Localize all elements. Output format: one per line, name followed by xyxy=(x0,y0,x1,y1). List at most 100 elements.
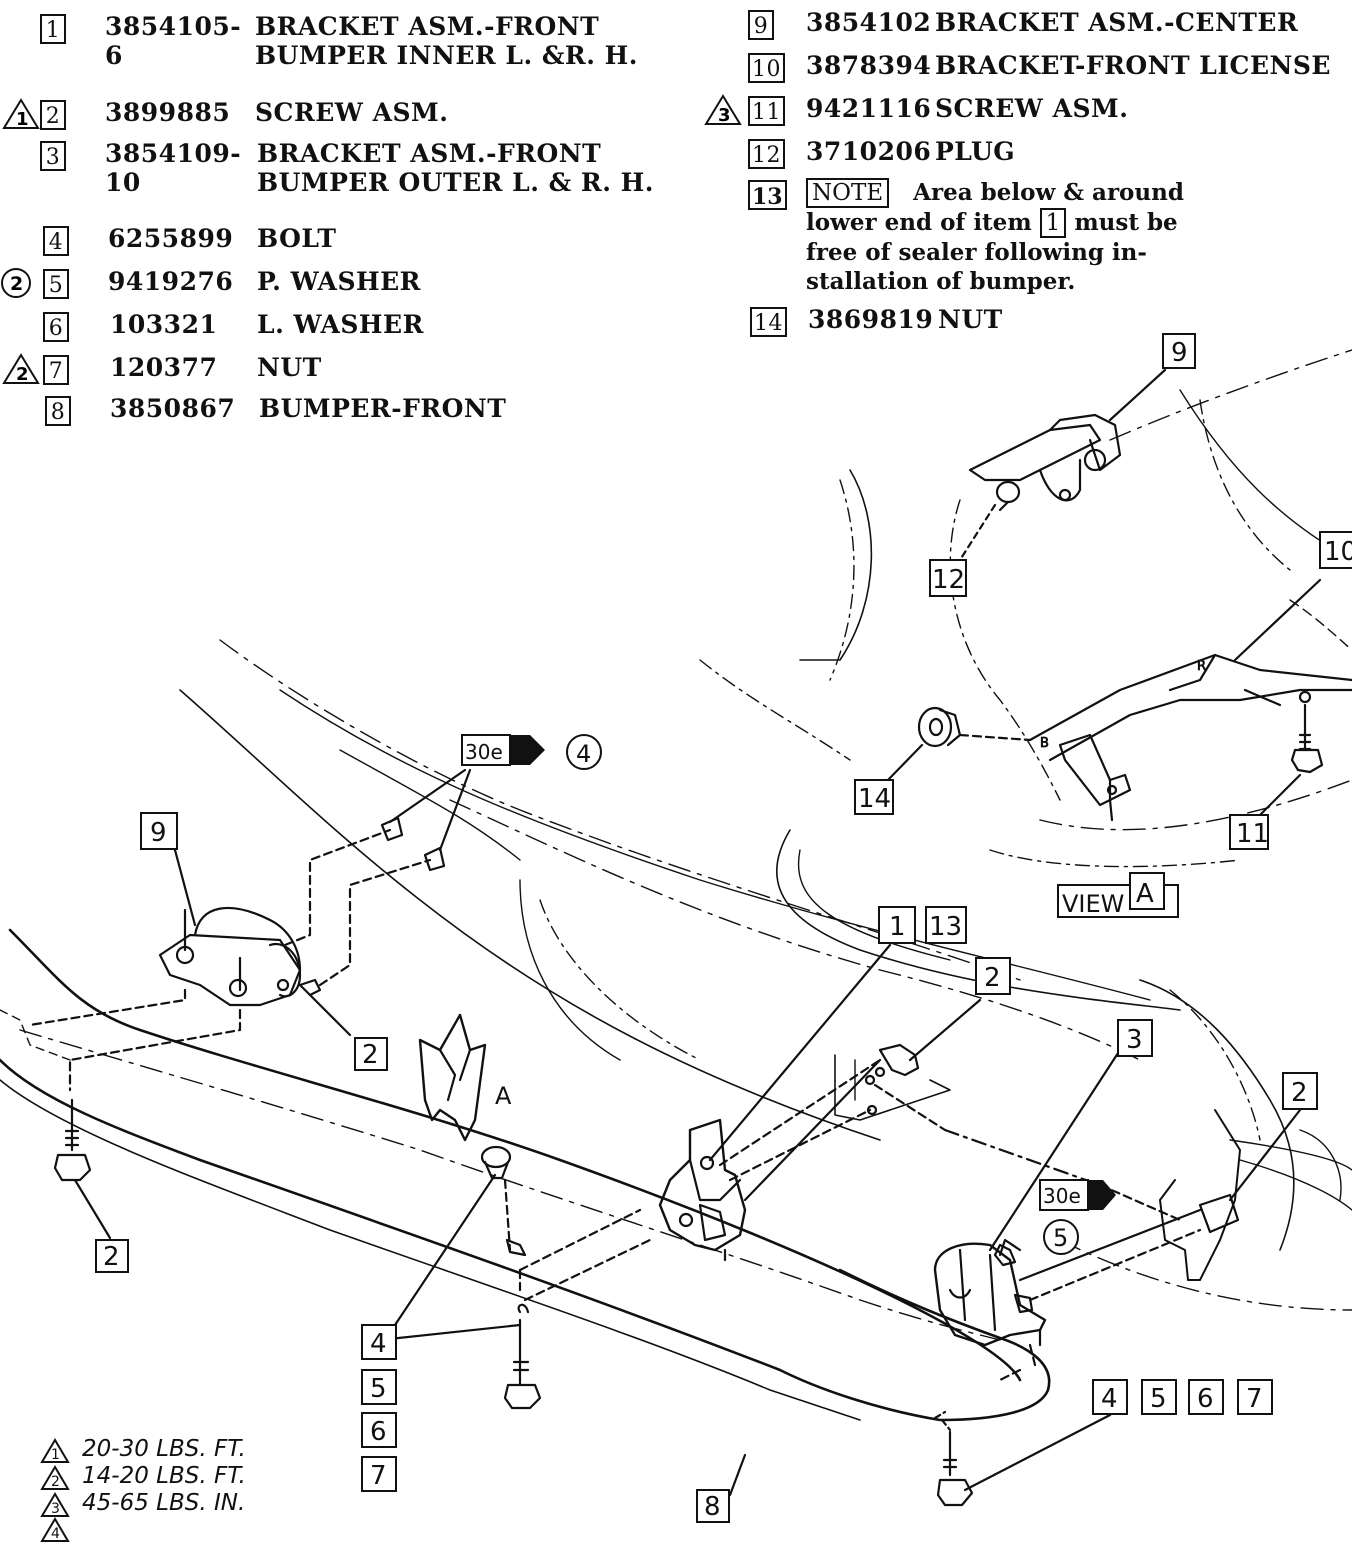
arrow-a-label: A xyxy=(495,1082,512,1110)
part-desc: BRACKET ASM.-FRONT xyxy=(257,139,602,168)
svg-text:1: 1 xyxy=(51,1447,60,1463)
svg-text:13: 13 xyxy=(929,912,962,942)
part-number: 3710206 xyxy=(806,137,932,166)
item-box-5: 5 xyxy=(43,269,69,299)
svg-text:14: 14 xyxy=(858,784,891,814)
torque-triangle-icon: 3 xyxy=(704,94,742,132)
svg-text:2: 2 xyxy=(16,364,29,385)
svg-text:1: 1 xyxy=(16,109,29,130)
item-box-13: 13 xyxy=(748,180,787,210)
part-number: 3854105-6 xyxy=(105,12,242,70)
callout-14: 14 xyxy=(854,779,894,815)
callout-9-top: 9 xyxy=(1162,333,1196,369)
svg-text:10: 10 xyxy=(1324,537,1352,567)
part-desc: BRACKET ASM.-CENTER xyxy=(935,8,1299,37)
item-box-9: 9 xyxy=(748,10,774,40)
part-number: 9419276 xyxy=(108,267,234,296)
circled-4: 4 xyxy=(566,734,602,770)
circled-5: 5 xyxy=(1043,1219,1079,1255)
svg-text:A: A xyxy=(1136,879,1154,909)
svg-text:B: B xyxy=(1040,736,1049,751)
note-line-2b: must be xyxy=(1074,209,1178,236)
svg-text:VIEW: VIEW xyxy=(1062,890,1124,918)
part-number: 3850867 xyxy=(110,394,236,423)
svg-text:4: 4 xyxy=(1101,1384,1118,1414)
callout-9-left: 9 xyxy=(140,812,178,850)
svg-text:9: 9 xyxy=(150,818,167,848)
callout-8: 8 xyxy=(696,1489,730,1523)
callout-2-bottom: 2 xyxy=(95,1239,129,1273)
svg-text:6: 6 xyxy=(370,1417,387,1447)
svg-text:7: 7 xyxy=(370,1461,387,1491)
svg-text:8: 8 xyxy=(704,1492,721,1522)
svg-text:4: 4 xyxy=(576,740,591,768)
svg-text:4: 4 xyxy=(51,1526,60,1542)
item-box-8: 8 xyxy=(45,396,71,426)
item-box-3: 3 xyxy=(40,141,66,171)
callout-2-left: 2 xyxy=(354,1037,388,1071)
part-number: 103321 xyxy=(110,310,218,339)
part-desc: BRACKET ASM.-FRONT xyxy=(255,12,600,41)
svg-text:3: 3 xyxy=(1126,1025,1143,1055)
part-desc: BRACKET-FRONT LICENSE xyxy=(935,51,1331,80)
part-desc: NUT xyxy=(257,353,322,382)
svg-text:11: 11 xyxy=(1236,819,1269,849)
part-number: 9421116 xyxy=(806,94,932,123)
callout-2-mid: 2 xyxy=(975,957,1011,995)
svg-text:30e: 30e xyxy=(1043,1184,1081,1208)
torque-triangle-icon: 1 xyxy=(40,1438,70,1463)
torque-spec-2: 14-20 LBS. FT. xyxy=(82,1463,246,1489)
callout-1: 1 xyxy=(878,906,916,944)
part-number: 3899885 xyxy=(105,98,231,127)
part-desc-2: BUMPER INNER L. &R. H. xyxy=(255,41,638,70)
part-number: 6255899 xyxy=(108,224,234,253)
item-box-14: 14 xyxy=(750,307,787,337)
item-box-4: 4 xyxy=(43,226,69,256)
torque-triangle-icon: 2 xyxy=(40,1465,70,1490)
svg-text:2: 2 xyxy=(51,1474,60,1490)
torque-spec-1: 20-30 LBS. FT. xyxy=(82,1436,246,1462)
part-number: 3854109-10 xyxy=(105,139,242,197)
view-a-label: VIEW A xyxy=(1057,872,1179,918)
svg-text:2: 2 xyxy=(1291,1078,1308,1108)
torque-spec-triangles: 1 2 3 4 xyxy=(40,1438,70,1542)
callout-13: 13 xyxy=(925,906,967,944)
item-box-6: 6 xyxy=(43,312,69,342)
svg-text:5: 5 xyxy=(370,1374,387,1404)
item-box-11: 11 xyxy=(748,96,785,126)
svg-text:2: 2 xyxy=(103,1242,120,1272)
torque-triangle-icon: 2 xyxy=(2,353,40,391)
view-a-group: R B xyxy=(799,349,1352,868)
item-box-2: 2 xyxy=(40,100,66,130)
torque-tag-30e-top: 30e xyxy=(461,734,545,766)
svg-text:30e: 30e xyxy=(465,740,503,764)
torque-tag-30e-right: 30e xyxy=(1039,1179,1116,1211)
part-number: 3854102 xyxy=(806,8,932,37)
callout-3: 3 xyxy=(1117,1019,1153,1057)
part-desc: L. WASHER xyxy=(257,310,424,339)
main-assembly-group: A xyxy=(0,639,1352,1507)
svg-text:3: 3 xyxy=(51,1501,60,1517)
part-desc: BUMPER-FRONT xyxy=(259,394,507,423)
svg-text:2: 2 xyxy=(10,273,24,295)
note-line-1: Area below & around xyxy=(913,179,1184,206)
part-desc: SCREW ASM. xyxy=(935,94,1129,123)
note-line-2: lower end of item xyxy=(806,209,1032,236)
item-box-1: 1 xyxy=(40,14,66,44)
svg-text:R: R xyxy=(1197,659,1206,674)
svg-text:12: 12 xyxy=(932,565,965,595)
part-desc: NUT xyxy=(938,305,1003,334)
item-box-12: 12 xyxy=(748,139,785,169)
callout-11: 11 xyxy=(1229,814,1269,850)
item-box-10: 10 xyxy=(748,53,785,83)
part-desc-2: BUMPER OUTER L. & R. H. xyxy=(257,168,654,197)
note-label: NOTE xyxy=(806,178,890,208)
svg-text:5: 5 xyxy=(1053,1224,1068,1252)
circled-mark-icon: 2 xyxy=(0,267,34,307)
svg-text:6: 6 xyxy=(1197,1384,1214,1414)
part-number: 3869819 xyxy=(808,305,934,334)
svg-text:1: 1 xyxy=(889,912,906,942)
svg-text:4: 4 xyxy=(370,1329,387,1359)
torque-triangle-icon: 1 xyxy=(2,98,40,136)
